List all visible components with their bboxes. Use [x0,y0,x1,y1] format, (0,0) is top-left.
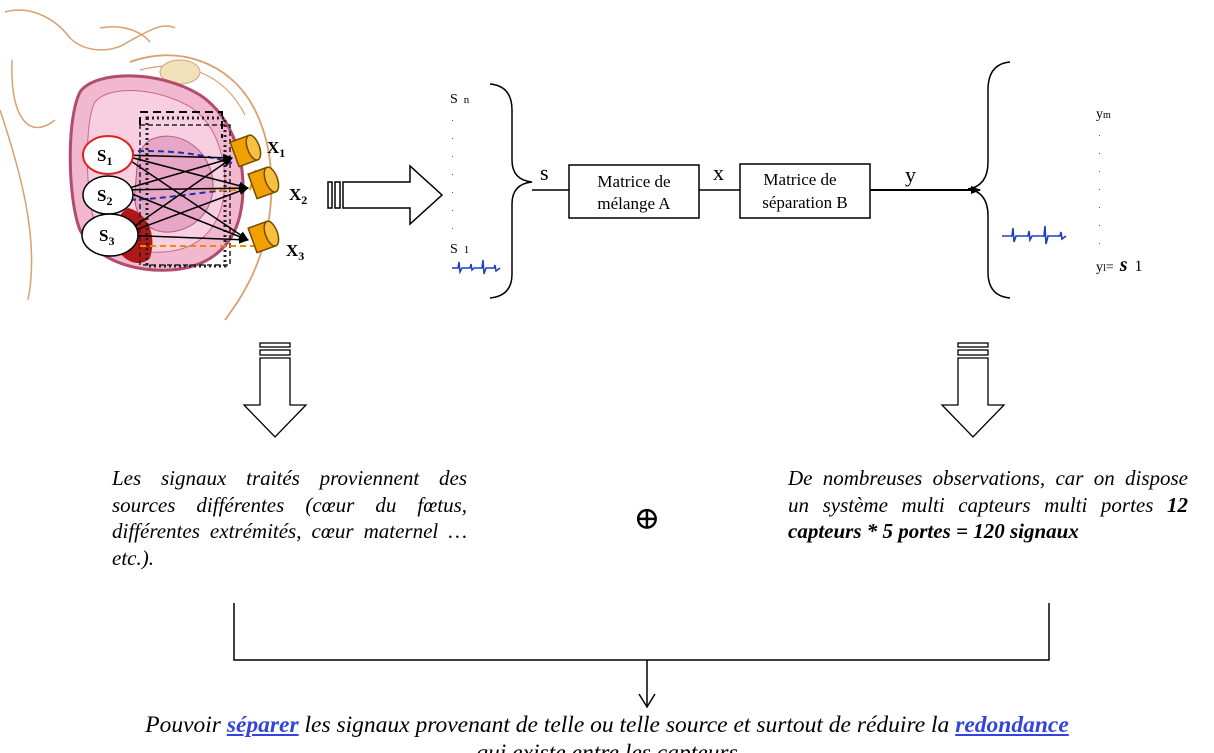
vector-dots [1099,135,1100,244]
observations-count: 12 capteurs * 5 portes = 120 signaux [788,492,1188,544]
source-s3-label: S3 [99,226,114,248]
signal-waveform [452,259,501,275]
combine-symbol: ⊕ [634,500,661,536]
observations-description: De nombreuses observations, car on dispo… [788,465,1188,545]
sensor-x2 [247,166,280,200]
down-arrow-left [242,342,308,438]
body-outline [4,9,176,51]
vector-dots [452,120,453,229]
down-arrow-right [940,342,1006,438]
block-arrow-right [327,164,444,226]
link-redondance[interactable]: redondance [955,712,1069,738]
body-outline [129,54,273,321]
sensor-x2-label: X2 [289,185,307,207]
output-label: y [905,162,916,187]
observations-text: De nombreuses observations, car on dispo… [788,466,1188,517]
mixing-paths [121,153,249,244]
conclusion-text: les signaux provenant de telle ou telle … [298,712,956,738]
merge-arrow-head [638,693,656,709]
right-brace [489,83,533,299]
sensor-x1 [229,134,262,168]
source-s1-label: S1 [97,146,112,168]
sensor-x1-label: X1 [267,138,285,160]
conclusion: Pouvoir séparer les signaux provenant de… [0,711,1214,753]
sensor-region [139,111,223,138]
mixed-signal-label: x [713,160,724,185]
body-outline [139,65,246,116]
conclusion-text: Pouvoir [145,712,227,738]
sensor-x3 [247,220,280,254]
mixing-matrix-box [568,164,700,219]
source-s2-label: S2 [97,186,112,208]
output-top-label: ym [1096,107,1111,122]
left-brace [967,61,1011,299]
merge-bracket [233,603,1050,661]
anatomy-illustration: S1 S2 S3 X1 X2 X3 [0,9,307,321]
body-outline [99,26,151,43]
sources-description: Les signaux traités proviennent des sour… [112,466,467,570]
sensor-region [145,116,227,268]
signal-waveform [1002,225,1067,245]
conclusion-line2: qui existe entre les capteurs [476,740,738,753]
source-vector-label: s [540,160,549,185]
body-outline [11,59,56,129]
source-s3 [81,213,139,257]
source-s1 [82,135,134,175]
link-separer[interactable]: séparer [226,712,299,738]
body-outline [0,109,33,301]
sensor-x3-label: X3 [286,241,304,263]
